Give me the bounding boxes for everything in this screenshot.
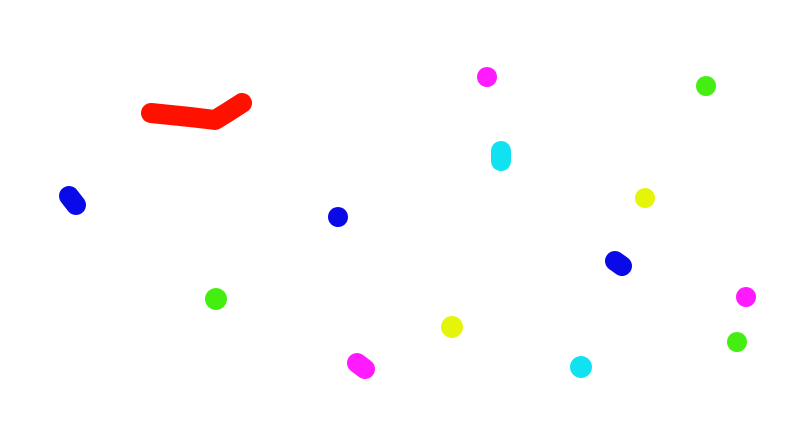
food-dot xyxy=(605,251,632,276)
dots-layer xyxy=(59,67,756,379)
snake-body xyxy=(141,93,252,130)
food-dot xyxy=(59,186,86,215)
food-dot xyxy=(347,353,375,379)
